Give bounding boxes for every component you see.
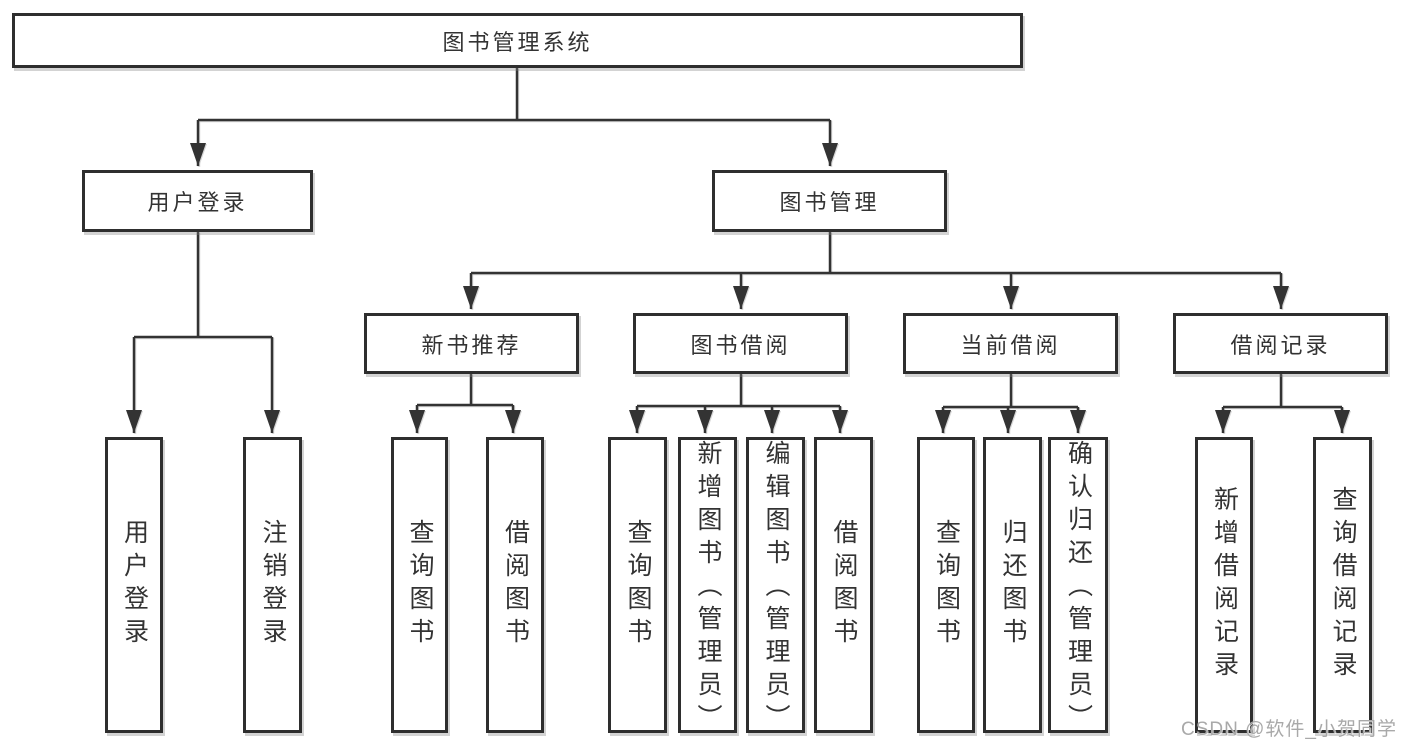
leaf-recommend-borrow-book: 借阅图书 xyxy=(486,437,544,733)
node-new-book-recommend: 新书推荐 xyxy=(364,313,579,374)
node-user-login: 用户登录 xyxy=(82,170,313,232)
node-book-management: 图书管理 xyxy=(712,170,947,232)
connector-book-management-split xyxy=(471,232,1281,275)
leaf-recommend-query-book: 查询图书 xyxy=(391,437,448,733)
leaf-add-book-admin: 新增图书（管理员） xyxy=(678,437,737,737)
leaf-current-query-book: 查询图书 xyxy=(917,437,975,733)
leaf-logout: 注销登录 xyxy=(243,437,302,733)
leaf-edit-book-admin: 编辑图书（管理员） xyxy=(746,437,805,737)
leaf-return-book: 归还图书 xyxy=(983,437,1042,733)
node-borrow-records: 借阅记录 xyxy=(1173,313,1388,374)
leaf-confirm-return-admin: 确认归还（管理员） xyxy=(1048,437,1108,737)
csdn-watermark: CSDN @软件_小贺同学 xyxy=(1181,719,1397,740)
connector-new-book-split xyxy=(417,374,513,407)
leaf-borrow-query-book: 查询图书 xyxy=(608,437,667,733)
node-book-borrow: 图书借阅 xyxy=(633,313,848,374)
node-current-borrow: 当前借阅 xyxy=(903,313,1118,374)
leaf-add-borrow-record: 新增借阅记录 xyxy=(1195,437,1253,733)
leaf-user-login: 用户登录 xyxy=(105,437,163,733)
connector-book-borrow-split xyxy=(637,374,840,408)
leaf-query-borrow-record: 查询借阅记录 xyxy=(1313,437,1372,733)
node-library-system: 图书管理系统 xyxy=(12,13,1023,68)
connector-current-borrow-split xyxy=(943,374,1078,409)
connector-borrow-records-split xyxy=(1223,374,1342,409)
leaf-borrow-book: 借阅图书 xyxy=(814,437,873,733)
connector-user-login-split xyxy=(134,232,272,339)
connector-root-split xyxy=(198,68,830,122)
